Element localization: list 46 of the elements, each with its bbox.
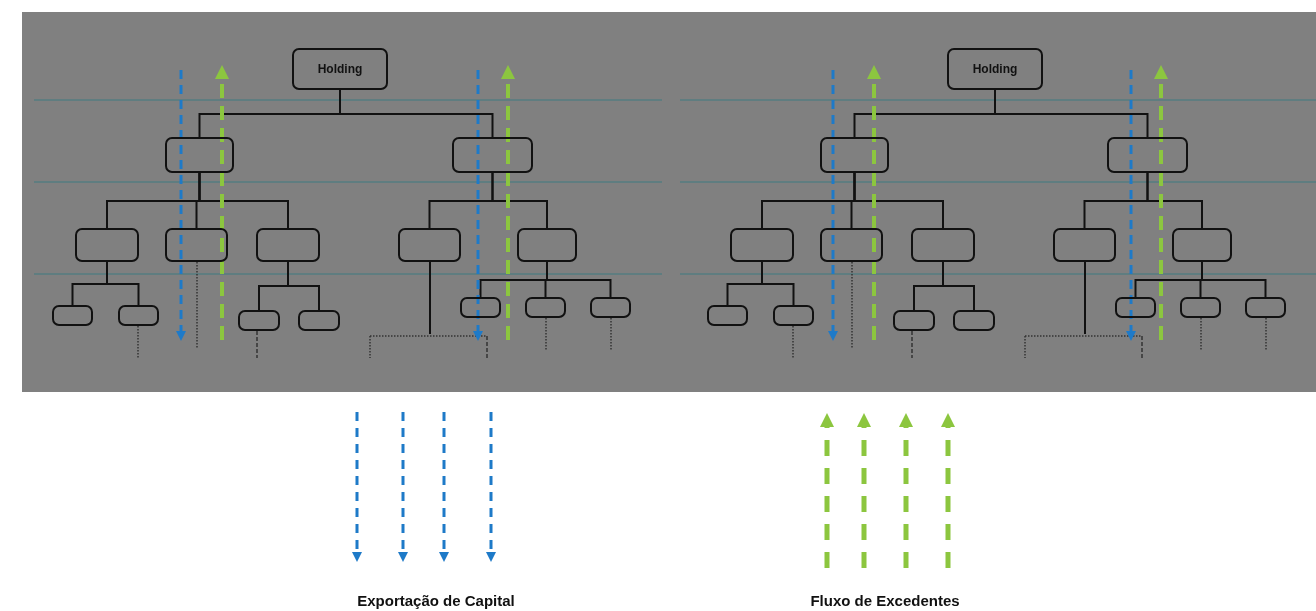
org-box (1053, 228, 1116, 262)
connector-line (853, 172, 944, 229)
box-label: Holding (972, 62, 1018, 76)
connector-line (546, 261, 612, 298)
org-box (452, 137, 533, 173)
org-box (707, 305, 748, 326)
org-box (256, 228, 320, 262)
org-box (460, 297, 501, 318)
org-box (238, 310, 280, 331)
connector-line (339, 89, 494, 138)
org-box (165, 228, 228, 262)
org-box (1107, 137, 1188, 173)
connector-line (761, 261, 795, 306)
connector-line (491, 172, 548, 229)
org-box (730, 228, 794, 262)
org-box (75, 228, 139, 262)
org-box (165, 137, 234, 173)
box-label: Holding (317, 62, 363, 76)
org-box (1115, 297, 1156, 318)
caption-text: Exportação de Capital (357, 592, 515, 609)
org-box (947, 48, 1043, 90)
org-box (911, 228, 975, 262)
org-box (1245, 297, 1286, 318)
org-box (893, 310, 935, 331)
connector-line (198, 172, 289, 229)
connector-line (942, 261, 975, 311)
org-box (820, 228, 883, 262)
connector-line (994, 89, 1149, 138)
org-box (118, 305, 159, 326)
org-box (590, 297, 631, 318)
org-box (1180, 297, 1221, 318)
org-box (517, 228, 577, 262)
connector-line (1146, 172, 1203, 229)
org-box (52, 305, 93, 326)
org-box (773, 305, 814, 326)
caption-text: Fluxo de Excedentes (810, 592, 960, 609)
org-box (1172, 228, 1232, 262)
org-box (953, 310, 995, 331)
org-box (820, 137, 889, 173)
org-box (398, 228, 461, 262)
org-box (525, 297, 566, 318)
org-box (298, 310, 340, 331)
connector-line (106, 261, 140, 306)
connector-line (1201, 261, 1267, 298)
connector-line (287, 261, 320, 311)
org-box (292, 48, 388, 90)
